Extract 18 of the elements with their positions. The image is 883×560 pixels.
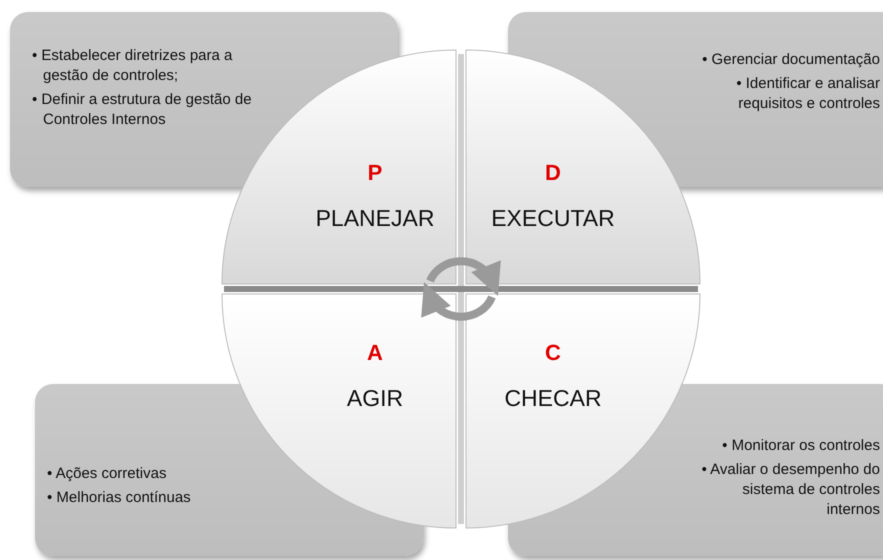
- quadrant-title: EXECUTAR: [490, 204, 616, 232]
- bullet-point: • Definir a estrutura de gestão de Controles Internos: [32, 90, 253, 130]
- quadrant-title: PLANEJAR: [314, 204, 436, 232]
- bullet-point: • Avaliar o desempenho do sistema de controles internos: [700, 460, 880, 520]
- bullet-point: • Identificar e analisar requisitos e controles: [735, 74, 880, 114]
- quadrant-letter: C: [544, 340, 562, 366]
- bullet-point: • Melhorias contínuas: [47, 488, 192, 508]
- quadrant-letter: D: [544, 160, 562, 186]
- quadrant-letter: P: [366, 160, 384, 186]
- quadrant-title: CHECAR: [503, 384, 603, 412]
- cycle-arrow: [426, 257, 500, 296]
- quadrant-title: AGIR: [346, 384, 404, 412]
- bullet-point: • Ações corretivas: [47, 464, 168, 484]
- bullet-point: • Estabelecer diretrizes para a gestão de controles;: [32, 46, 234, 86]
- bullet-point: • Monitorar os controles: [721, 436, 880, 456]
- cycle-arrow: [422, 282, 496, 321]
- bullet-point: • Gerenciar documentação: [701, 50, 880, 70]
- quadrant-letter: A: [366, 340, 384, 366]
